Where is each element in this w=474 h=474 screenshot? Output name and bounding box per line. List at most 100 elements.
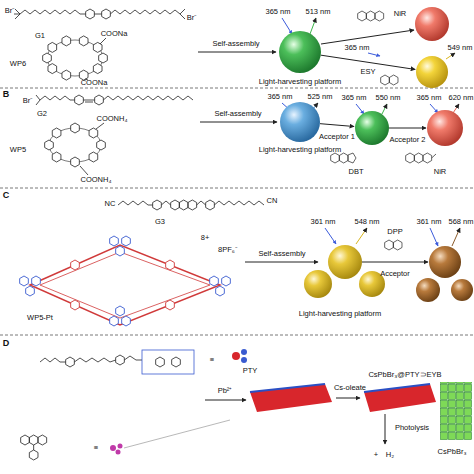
text-label: 8PF₆⁻ xyxy=(218,246,238,254)
molecule-eyb xyxy=(29,435,38,445)
text-label: NiR xyxy=(434,168,447,176)
node-text: 365 nm xyxy=(341,94,366,102)
light-arrow xyxy=(430,228,438,246)
molecule-g2 xyxy=(40,96,75,100)
pillararene-wp5 xyxy=(80,166,88,175)
sphere-outline xyxy=(416,56,448,88)
pillararene-wp6 xyxy=(99,53,108,63)
acceptor-sphere xyxy=(415,7,449,41)
text-label: COONa xyxy=(101,30,128,38)
pillararene-wp5 xyxy=(96,123,104,129)
text-label: CsPbBr₃ xyxy=(438,448,467,456)
text-label: Self-assembly xyxy=(258,250,305,258)
molecule-pty xyxy=(40,358,66,362)
light-arrow xyxy=(452,228,460,246)
sphere-outline xyxy=(429,246,461,278)
text-label: ≡ xyxy=(94,444,98,452)
molecule-g3 xyxy=(118,201,153,205)
sphere-node: 365 nm549 nm xyxy=(416,56,448,88)
text-label: Photolysis xyxy=(395,424,429,432)
metallacycle-wp5-pt xyxy=(40,252,210,318)
metallacycle-wp5-pt xyxy=(20,276,29,286)
pillararene-wp5 xyxy=(71,123,80,133)
metallacycle-wp5-pt xyxy=(71,260,175,310)
reaction-arrow xyxy=(389,128,426,129)
text-label: PTY xyxy=(243,367,258,375)
node-text: 361 nm xyxy=(416,218,441,226)
text-label: DPP xyxy=(387,228,402,236)
light-arrow xyxy=(310,18,316,34)
pillararene-wp5 xyxy=(89,128,98,138)
pillararene-wp6 xyxy=(62,36,71,46)
molecule-dbt xyxy=(348,153,356,163)
molecule-nir xyxy=(406,153,436,163)
molecule-g2 xyxy=(83,100,94,101)
molecule-nir xyxy=(375,11,384,21)
molecule-pty xyxy=(124,356,142,360)
metallacycle-wp5-pt xyxy=(166,260,175,270)
pty-icon xyxy=(241,349,247,355)
pillararene-wp5 xyxy=(71,157,80,167)
pillararene-wp6 xyxy=(79,36,88,46)
light-arrow xyxy=(325,228,460,246)
reaction-arrow xyxy=(320,124,354,127)
text-label: Cs-oleate xyxy=(334,384,366,392)
nanobelt xyxy=(250,384,325,392)
text-label: CsPbBr₃@PTY⊃EYB xyxy=(368,371,441,379)
light-arrow xyxy=(446,53,455,59)
molecule-dpp xyxy=(385,240,394,250)
molecule-pty xyxy=(156,357,165,367)
pillararene-wp5 xyxy=(45,123,106,175)
node-text: 568 nm xyxy=(448,218,473,226)
pillararene-wp5 xyxy=(97,140,106,150)
light-arrow xyxy=(282,18,292,34)
molecule-g2 xyxy=(103,96,193,100)
node-text: 361 nm xyxy=(310,218,335,226)
pty-icon xyxy=(232,349,247,363)
light-arrow xyxy=(356,104,364,114)
molecule-eyb xyxy=(29,450,38,460)
molecule-pty xyxy=(116,355,125,365)
pillararene-wp6 xyxy=(48,42,57,52)
pillararene-wp5 xyxy=(89,152,98,162)
node-text: Light-harvesting platform xyxy=(259,78,342,86)
text-label: Br⁻ xyxy=(187,14,198,22)
molecule-pty xyxy=(142,350,194,374)
molecule-eyb xyxy=(21,435,30,445)
sphere-cluster xyxy=(451,279,473,301)
edge-label: Acceptor 2 xyxy=(390,136,426,144)
molecule-g1 xyxy=(110,10,180,14)
text-label: WP5-Pt xyxy=(27,314,53,322)
molecule-nir xyxy=(358,11,367,21)
metallacycle-wp5-pt xyxy=(71,260,80,270)
molecule-g2 xyxy=(95,95,104,105)
molecule-eyb xyxy=(21,435,47,460)
molecule-g3 xyxy=(161,201,170,205)
sphere-outline xyxy=(355,111,389,145)
text-label: Pb²⁺ xyxy=(218,387,233,395)
molecule-dpp xyxy=(385,240,402,250)
node-text: 365 nm xyxy=(416,94,441,102)
sphere-node: 365 nm513 nmLight-harvesting platform xyxy=(279,31,321,73)
metallacycle-wp5-pt xyxy=(20,236,231,326)
text-label: G1 xyxy=(35,32,45,40)
molecule-g2 xyxy=(36,95,40,105)
sphere-node: 365 nm620 nm xyxy=(427,110,463,146)
molecule-g2 xyxy=(85,102,93,103)
metallacycle-wp5-pt xyxy=(26,286,35,296)
panel-separator xyxy=(0,188,474,189)
text-label: CN xyxy=(267,197,278,205)
molecule-g1 xyxy=(86,9,95,19)
eyb-icon xyxy=(116,450,121,455)
light-arrow xyxy=(453,104,459,113)
panel-letter: C xyxy=(3,191,10,200)
metallacycle-wp5-pt xyxy=(20,236,231,326)
eyb-icon xyxy=(118,444,123,449)
metallacycle-wp5-pt xyxy=(71,300,80,310)
node-text: 365 nm xyxy=(344,44,369,52)
panel-letter: D xyxy=(3,339,10,348)
pillararene-wp6 xyxy=(100,38,106,44)
molecule-esy xyxy=(381,75,398,85)
sphere-shape xyxy=(280,102,320,142)
